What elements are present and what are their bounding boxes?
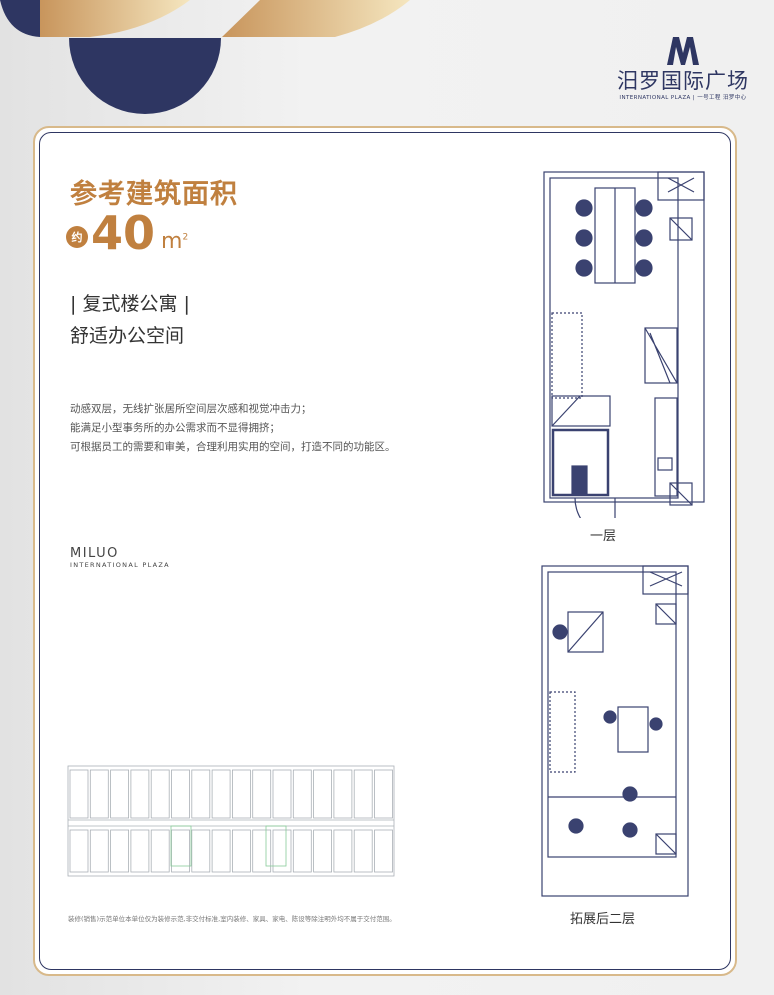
subtitle-type: | 复式楼公寓 | bbox=[70, 293, 190, 315]
page-title: 参考建筑面积 bbox=[70, 179, 238, 210]
key-plan-unit bbox=[69, 829, 89, 873]
key-plan-unit bbox=[191, 829, 211, 873]
key-plan-unit bbox=[69, 769, 89, 819]
brand-line1: MILUO bbox=[70, 546, 119, 561]
key-plan-unit bbox=[211, 829, 231, 873]
key-plan-unit bbox=[252, 769, 272, 819]
footnote: 装修(销售)示范单位本单位仅为装修示范,非交付标准,室内装修、家具、家电、陈设等… bbox=[68, 915, 396, 923]
unit-m: m bbox=[161, 229, 183, 254]
key-plan-unit bbox=[110, 829, 129, 873]
floor1-plan bbox=[543, 171, 705, 518]
floor2-label: 拓展后二层 bbox=[570, 912, 636, 927]
unit-sup: 2 bbox=[182, 232, 189, 243]
key-plan-unit bbox=[292, 769, 312, 819]
area-number: 40 bbox=[91, 206, 156, 260]
key-plan-unit bbox=[333, 769, 353, 819]
key-plan-unit bbox=[130, 769, 150, 819]
key-plan-unit bbox=[252, 829, 272, 873]
key-plan-unit bbox=[272, 829, 292, 873]
approx-badge: 约 bbox=[66, 226, 88, 248]
key-plan-unit bbox=[171, 829, 190, 873]
area-value: 约 40 m2 bbox=[66, 210, 188, 256]
brand-line2: INTERNATIONAL PLAZA bbox=[70, 561, 170, 569]
floor1-label: 一层 bbox=[590, 529, 617, 544]
key-plan-unit bbox=[89, 829, 109, 873]
key-plan-unit bbox=[374, 769, 393, 819]
key-plan-unit bbox=[89, 769, 109, 819]
key-plan-unit bbox=[150, 829, 170, 873]
description-line: 动感双层，无线扩张居所空间层次感和视觉冲击力； bbox=[70, 403, 312, 415]
key-plan-unit bbox=[110, 769, 129, 819]
key-plan-unit bbox=[313, 829, 333, 873]
key-plan-unit bbox=[353, 769, 373, 819]
logo-tagline: INTERNATIONAL PLAZA | 一号工程 汨罗中心 bbox=[619, 95, 747, 101]
key-plan-unit bbox=[150, 769, 170, 819]
key-plan-unit bbox=[353, 829, 373, 873]
key-plan-unit bbox=[211, 769, 231, 819]
decorative-shapes bbox=[0, 0, 410, 114]
key-plan-unit bbox=[231, 769, 251, 819]
key-plan-unit bbox=[272, 769, 292, 819]
area-unit: m2 bbox=[161, 229, 188, 254]
key-plan-unit bbox=[231, 829, 251, 873]
key-plan-unit bbox=[191, 769, 211, 819]
description: 动感双层，无线扩张居所空间层次感和视觉冲击力； 能满足小型事务所的办公需求而不显… bbox=[70, 400, 396, 457]
subtitle-tagline: 舒适办公空间 bbox=[70, 325, 185, 347]
building-key-plan bbox=[67, 765, 395, 877]
key-plan-unit bbox=[292, 829, 312, 873]
key-plan-unit bbox=[313, 769, 333, 819]
logo-m-mark bbox=[667, 37, 699, 65]
description-line: 可根据员工的需要和审美，合理利用实用的空间，打造不同的功能区。 bbox=[70, 441, 396, 453]
floor2-plan bbox=[541, 565, 689, 897]
logo-name: 汨罗国际广场 bbox=[617, 69, 749, 93]
key-plan-unit bbox=[171, 769, 190, 819]
key-plan-unit bbox=[130, 829, 150, 873]
brand-text: MILUO INTERNATIONAL PLAZA bbox=[70, 546, 170, 569]
logo: 汨罗国际广场 INTERNATIONAL PLAZA | 一号工程 汨罗中心 bbox=[608, 35, 758, 101]
content-card-inner bbox=[39, 132, 731, 970]
key-plan-unit bbox=[333, 829, 353, 873]
content-card bbox=[33, 126, 737, 976]
description-line: 能满足小型事务所的办公需求而不显得拥挤； bbox=[70, 422, 280, 434]
key-plan-unit bbox=[374, 829, 393, 873]
